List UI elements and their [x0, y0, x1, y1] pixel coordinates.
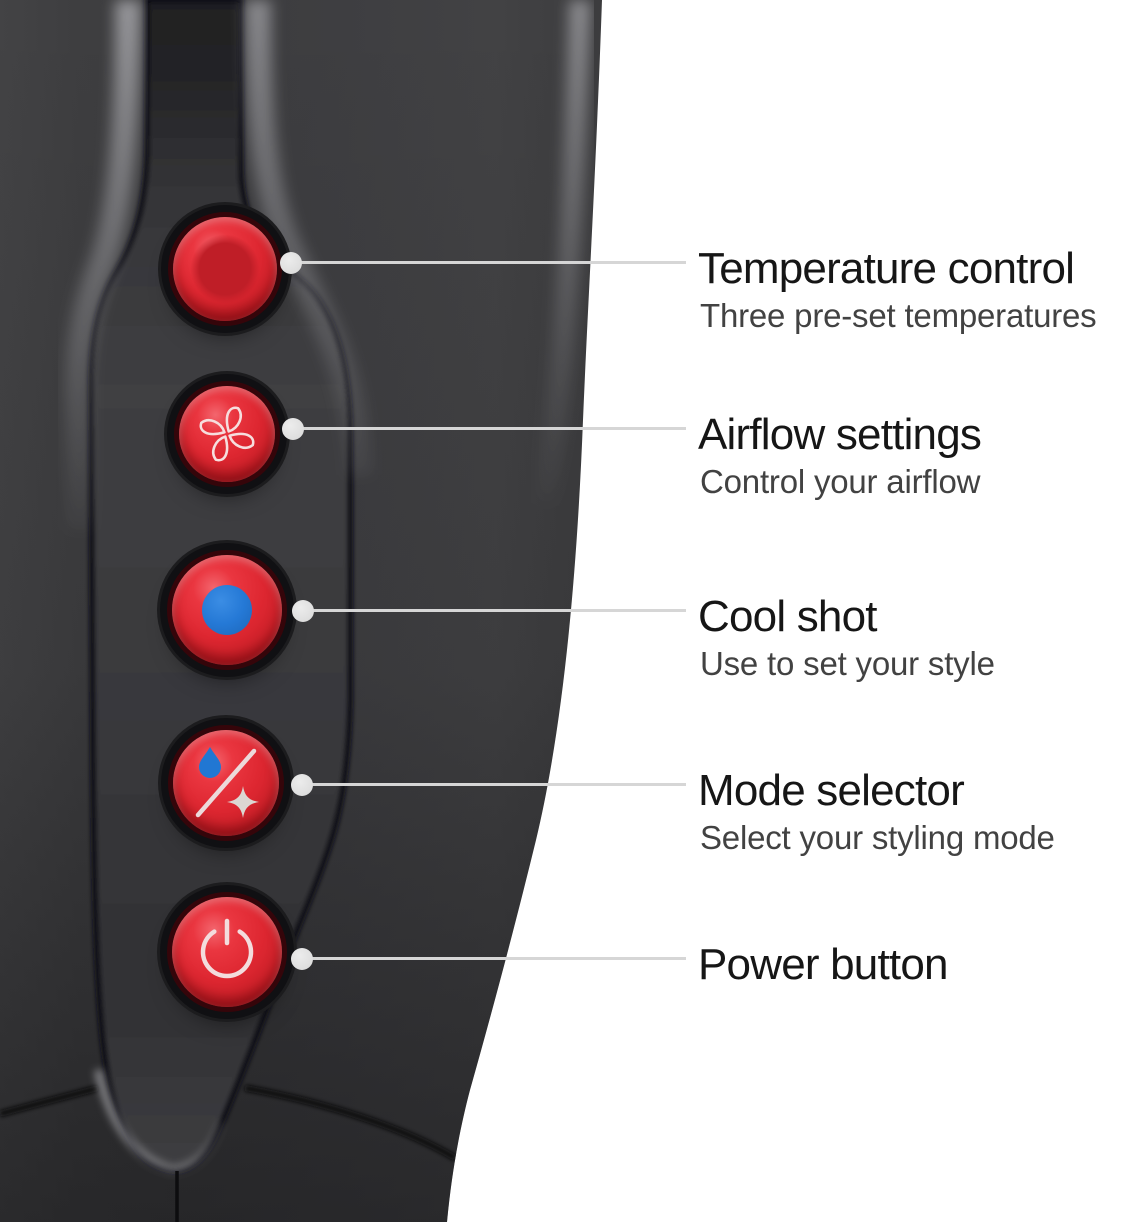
callout-dot [280, 252, 302, 274]
right-edge-highlight [534, 0, 591, 507]
callout-dot [292, 600, 314, 622]
seam-line-right [244, 1085, 457, 1161]
cool-shot-button[interactable] [172, 555, 282, 665]
fan-icon [199, 406, 255, 462]
callout-dot [282, 418, 304, 440]
callout-line [302, 783, 686, 786]
callout-dot [291, 948, 313, 970]
temperature-inner-dot-icon [189, 233, 261, 305]
callout-line [291, 261, 686, 264]
temperature-control-button[interactable] [173, 217, 277, 321]
airflow-settings-button[interactable] [179, 386, 275, 482]
blue-dot-icon [201, 584, 253, 636]
sparkle-icon [227, 786, 259, 818]
callout-line [302, 957, 686, 960]
callout-dot [291, 774, 313, 796]
callout-subtitle: Control your airflow [700, 463, 981, 500]
callout-subtitle: Three pre-set temperatures [700, 297, 1097, 334]
callout-title: Cool shot [698, 592, 877, 641]
callout-subtitle: Select your styling mode [700, 819, 1055, 856]
callout-title: Mode selector [698, 766, 965, 815]
droplet-slash-sparkle-icon [195, 747, 259, 818]
callout-title: Airflow settings [698, 410, 982, 459]
left-ridge-highlight [64, 0, 141, 531]
channel-bottom-rim-highlight [94, 1069, 225, 1174]
droplet-icon [199, 747, 221, 778]
seam-line-left [0, 1085, 99, 1117]
callout-subtitle: Use to set your style [700, 645, 995, 682]
callout-title: Temperature control [698, 244, 1075, 293]
mode-selector-button[interactable] [173, 730, 279, 836]
callout-line [293, 427, 686, 430]
callout-line [303, 609, 686, 612]
power-button[interactable] [172, 897, 282, 1007]
power-icon [200, 918, 254, 979]
right-ridge-highlight [245, 0, 372, 476]
callout-title: Power button [698, 940, 948, 989]
